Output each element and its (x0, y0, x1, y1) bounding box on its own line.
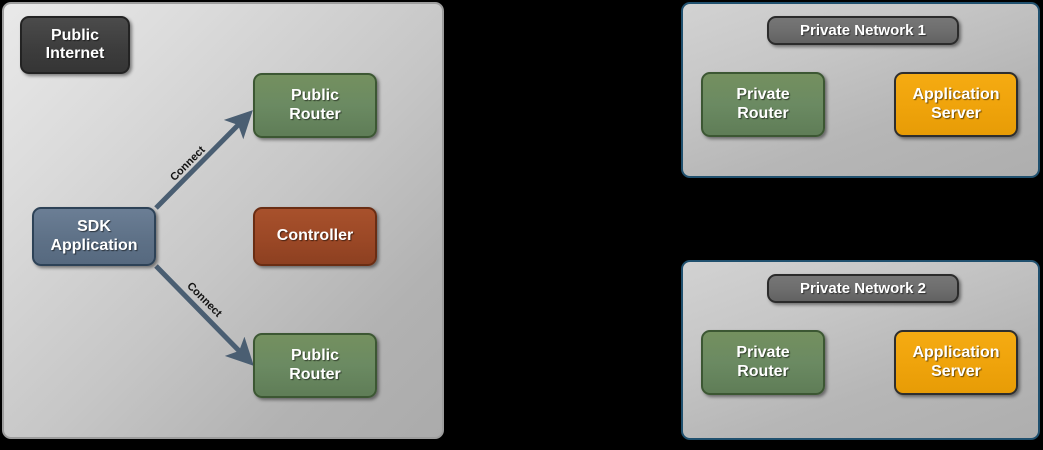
node-sdk-application[interactable]: SDK Application (32, 207, 156, 266)
connector-label-top: Connect (168, 144, 208, 184)
node-sdk-application-label: SDK Application (50, 218, 138, 254)
connector-sdk-to-public-router-1 (154, 110, 253, 210)
connector-sdk-to-public-router-2 (154, 264, 254, 366)
private-network-1-title: Private Network 1 (767, 16, 959, 45)
public-internet-panel: Connect Connect Public Internet SDK Appl… (2, 2, 444, 439)
node-application-server-2-label: Application Server (912, 344, 1000, 380)
node-private-router-2[interactable]: Private Router (701, 330, 825, 395)
node-application-server-1-label: Application Server (912, 86, 1000, 122)
private-network-2-title: Private Network 2 (767, 274, 959, 303)
private-network-2-panel: Private Network 2 Private Router Applica… (681, 260, 1040, 440)
node-controller[interactable]: Controller (253, 207, 377, 266)
private-network-2-title-text: Private Network 2 (800, 279, 926, 297)
node-private-router-2-label: Private Router (736, 344, 790, 380)
zone-label-public-internet: Public Internet (20, 16, 130, 74)
node-private-router-1-label: Private Router (736, 86, 790, 122)
private-network-1-title-text: Private Network 1 (800, 21, 926, 39)
node-application-server-2[interactable]: Application Server (894, 330, 1018, 395)
zone-label-public-internet-text: Public Internet (45, 26, 105, 62)
connector-label-bottom: Connect (184, 280, 224, 320)
node-application-server-1[interactable]: Application Server (894, 72, 1018, 137)
node-public-router-1-label: Public Router (289, 87, 341, 123)
private-network-1-panel: Private Network 1 Private Router Applica… (681, 2, 1040, 178)
node-public-router-2-label: Public Router (289, 347, 341, 383)
node-public-router-1[interactable]: Public Router (253, 73, 377, 138)
node-controller-label: Controller (276, 227, 354, 245)
node-private-router-1[interactable]: Private Router (701, 72, 825, 137)
node-public-router-2[interactable]: Public Router (253, 333, 377, 398)
